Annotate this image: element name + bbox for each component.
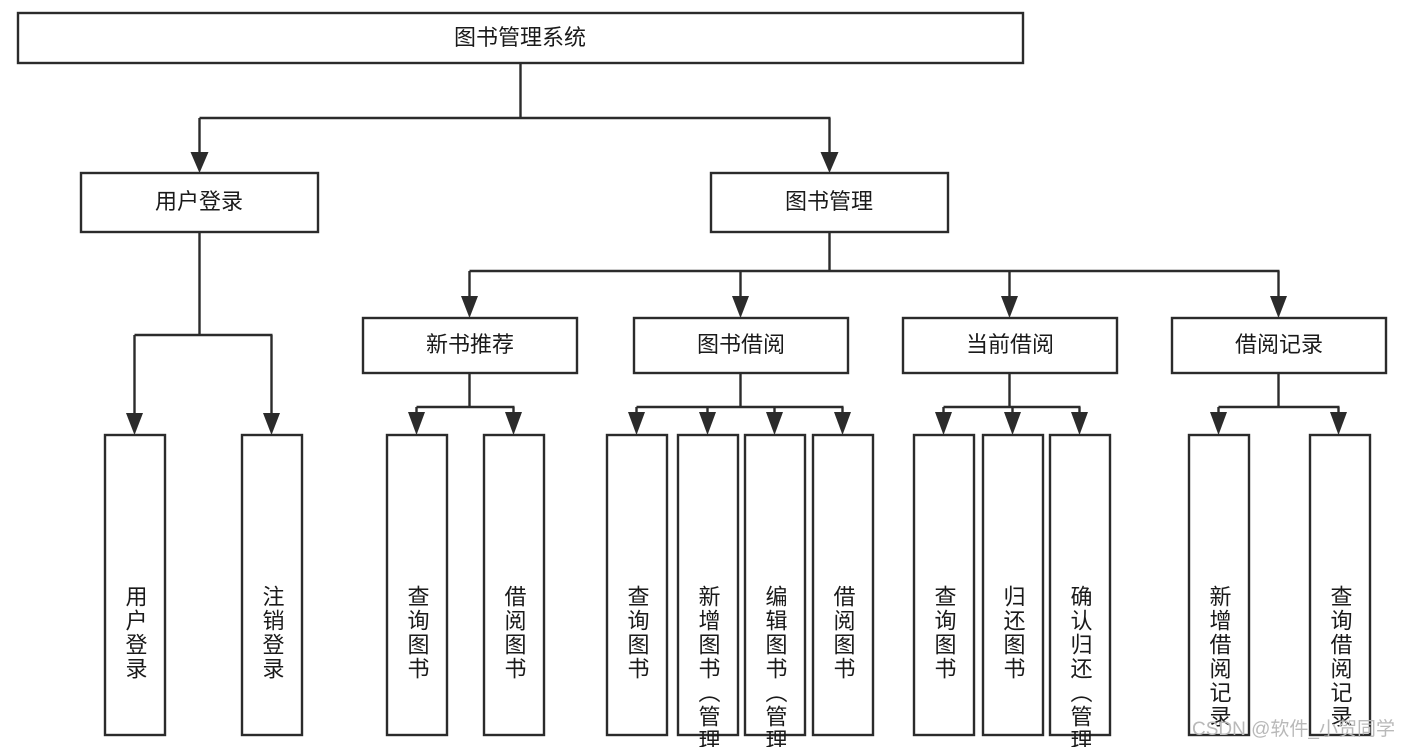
node-new-book-recommend[interactable]: 新书推荐 bbox=[361, 316, 579, 375]
node-box-leaf-logout[interactable] bbox=[240, 433, 304, 737]
node-leaf-edit-book[interactable]: 编辑图书（管理员） bbox=[743, 433, 807, 747]
arrow-head-icon bbox=[461, 296, 478, 318]
node-book-borrow[interactable]: 图书借阅 bbox=[632, 316, 850, 375]
connector-group-root bbox=[190, 63, 839, 173]
arrow-head-icon bbox=[1004, 412, 1021, 435]
node-leaf-add-record[interactable]: 新增借阅记录 bbox=[1187, 433, 1251, 737]
node-leaf-query-book-3[interactable]: 查询图书 bbox=[912, 433, 976, 737]
arrow-head-icon bbox=[732, 296, 749, 318]
connector-group-book-borrow bbox=[628, 373, 851, 435]
node-box-new-book-recommend[interactable] bbox=[361, 316, 579, 375]
node-box-leaf-query-record[interactable] bbox=[1308, 433, 1372, 737]
connector-group-book-manage bbox=[461, 232, 1287, 318]
node-label-leaf-logout: 注销登录 bbox=[260, 585, 285, 681]
node-label-leaf-query-book-2: 查询图书 bbox=[625, 585, 650, 681]
node-leaf-borrow-book-2[interactable]: 借阅图书 bbox=[811, 433, 875, 737]
node-leaf-user-login[interactable]: 用户登录 bbox=[103, 433, 167, 737]
node-label-leaf-confirm-return: 确认归还（管理员） bbox=[1068, 585, 1093, 747]
node-box-leaf-user-login[interactable] bbox=[103, 433, 167, 737]
node-label-leaf-query-record: 查询借阅记录 bbox=[1328, 585, 1353, 729]
arrow-head-icon bbox=[820, 152, 839, 173]
node-label-system-root: 图书管理系统 bbox=[454, 25, 586, 50]
node-label-leaf-return-book: 归还图书 bbox=[1001, 585, 1026, 681]
node-box-leaf-confirm-return[interactable] bbox=[1048, 433, 1112, 737]
node-leaf-return-book[interactable]: 归还图书 bbox=[981, 433, 1045, 737]
arrow-head-icon bbox=[505, 412, 522, 435]
arrow-head-icon bbox=[1071, 412, 1088, 435]
node-box-leaf-add-record[interactable] bbox=[1187, 433, 1251, 737]
arrow-head-icon bbox=[935, 412, 952, 435]
node-label-leaf-user-login: 用户登录 bbox=[123, 585, 148, 681]
node-leaf-query-book-1[interactable]: 查询图书 bbox=[385, 433, 449, 737]
node-box-leaf-edit-book[interactable] bbox=[743, 433, 807, 737]
node-box-leaf-query-book-3[interactable] bbox=[912, 433, 976, 737]
node-leaf-borrow-book-1[interactable]: 借阅图书 bbox=[482, 433, 546, 737]
node-box-leaf-borrow-book-2[interactable] bbox=[811, 433, 875, 737]
node-label-leaf-borrow-book-1: 借阅图书 bbox=[502, 585, 527, 681]
node-label-leaf-query-book-3: 查询图书 bbox=[932, 585, 957, 681]
node-book-manage[interactable]: 图书管理 bbox=[709, 171, 950, 234]
node-label-current-borrow: 当前借阅 bbox=[966, 332, 1054, 357]
node-box-user-login[interactable] bbox=[79, 171, 320, 234]
node-box-leaf-add-book[interactable] bbox=[676, 433, 740, 737]
arrow-head-icon bbox=[1330, 412, 1347, 435]
node-box-book-manage[interactable] bbox=[709, 171, 950, 234]
arrow-head-icon bbox=[1001, 296, 1018, 318]
node-box-borrow-record[interactable] bbox=[1170, 316, 1388, 375]
node-leaf-confirm-return[interactable]: 确认归还（管理员） bbox=[1048, 433, 1112, 747]
node-label-user-login: 用户登录 bbox=[155, 189, 243, 214]
node-current-borrow[interactable]: 当前借阅 bbox=[901, 316, 1119, 375]
node-user-login[interactable]: 用户登录 bbox=[79, 171, 320, 234]
arrow-head-icon bbox=[1270, 296, 1287, 318]
node-box-leaf-borrow-book-1[interactable] bbox=[482, 433, 546, 737]
node-label-book-borrow: 图书借阅 bbox=[697, 332, 785, 357]
node-leaf-logout[interactable]: 注销登录 bbox=[240, 433, 304, 737]
arrow-head-icon bbox=[190, 152, 209, 173]
arrow-head-icon bbox=[628, 412, 645, 435]
node-label-leaf-borrow-book-2: 借阅图书 bbox=[831, 585, 856, 681]
node-label-leaf-add-record: 新增借阅记录 bbox=[1207, 585, 1232, 729]
node-box-current-borrow[interactable] bbox=[901, 316, 1119, 375]
node-box-system-root[interactable] bbox=[16, 11, 1025, 65]
connector-group-user-login bbox=[126, 232, 280, 435]
arrow-head-icon bbox=[263, 413, 280, 435]
node-box-leaf-query-book-2[interactable] bbox=[605, 433, 669, 737]
arrow-head-icon bbox=[766, 412, 783, 435]
node-leaf-query-record[interactable]: 查询借阅记录 bbox=[1308, 433, 1372, 737]
node-system-root[interactable]: 图书管理系统 bbox=[16, 11, 1025, 65]
node-label-leaf-edit-book: 编辑图书（管理员） bbox=[763, 585, 788, 747]
node-label-borrow-record: 借阅记录 bbox=[1235, 332, 1323, 357]
arrow-head-icon bbox=[126, 413, 143, 435]
node-borrow-record[interactable]: 借阅记录 bbox=[1170, 316, 1388, 375]
node-label-leaf-add-book: 新增图书（管理员） bbox=[696, 585, 721, 747]
arrow-head-icon bbox=[834, 412, 851, 435]
node-label-leaf-query-book-1: 查询图书 bbox=[405, 585, 430, 681]
connector-group-current-borrow bbox=[935, 373, 1088, 435]
arrow-head-icon bbox=[699, 412, 716, 435]
node-box-leaf-query-book-1[interactable] bbox=[385, 433, 449, 737]
node-leaf-add-book[interactable]: 新增图书（管理员） bbox=[676, 433, 740, 747]
node-label-book-manage: 图书管理 bbox=[785, 189, 873, 214]
connector-group-new-book-recommend bbox=[408, 373, 522, 435]
node-box-leaf-return-book[interactable] bbox=[981, 433, 1045, 737]
arrow-head-icon bbox=[1210, 412, 1227, 435]
connector-group-borrow-record bbox=[1210, 373, 1347, 435]
node-label-new-book-recommend: 新书推荐 bbox=[426, 332, 514, 357]
arrow-head-icon bbox=[408, 412, 425, 435]
node-leaf-query-book-2[interactable]: 查询图书 bbox=[605, 433, 669, 737]
node-box-book-borrow[interactable] bbox=[632, 316, 850, 375]
